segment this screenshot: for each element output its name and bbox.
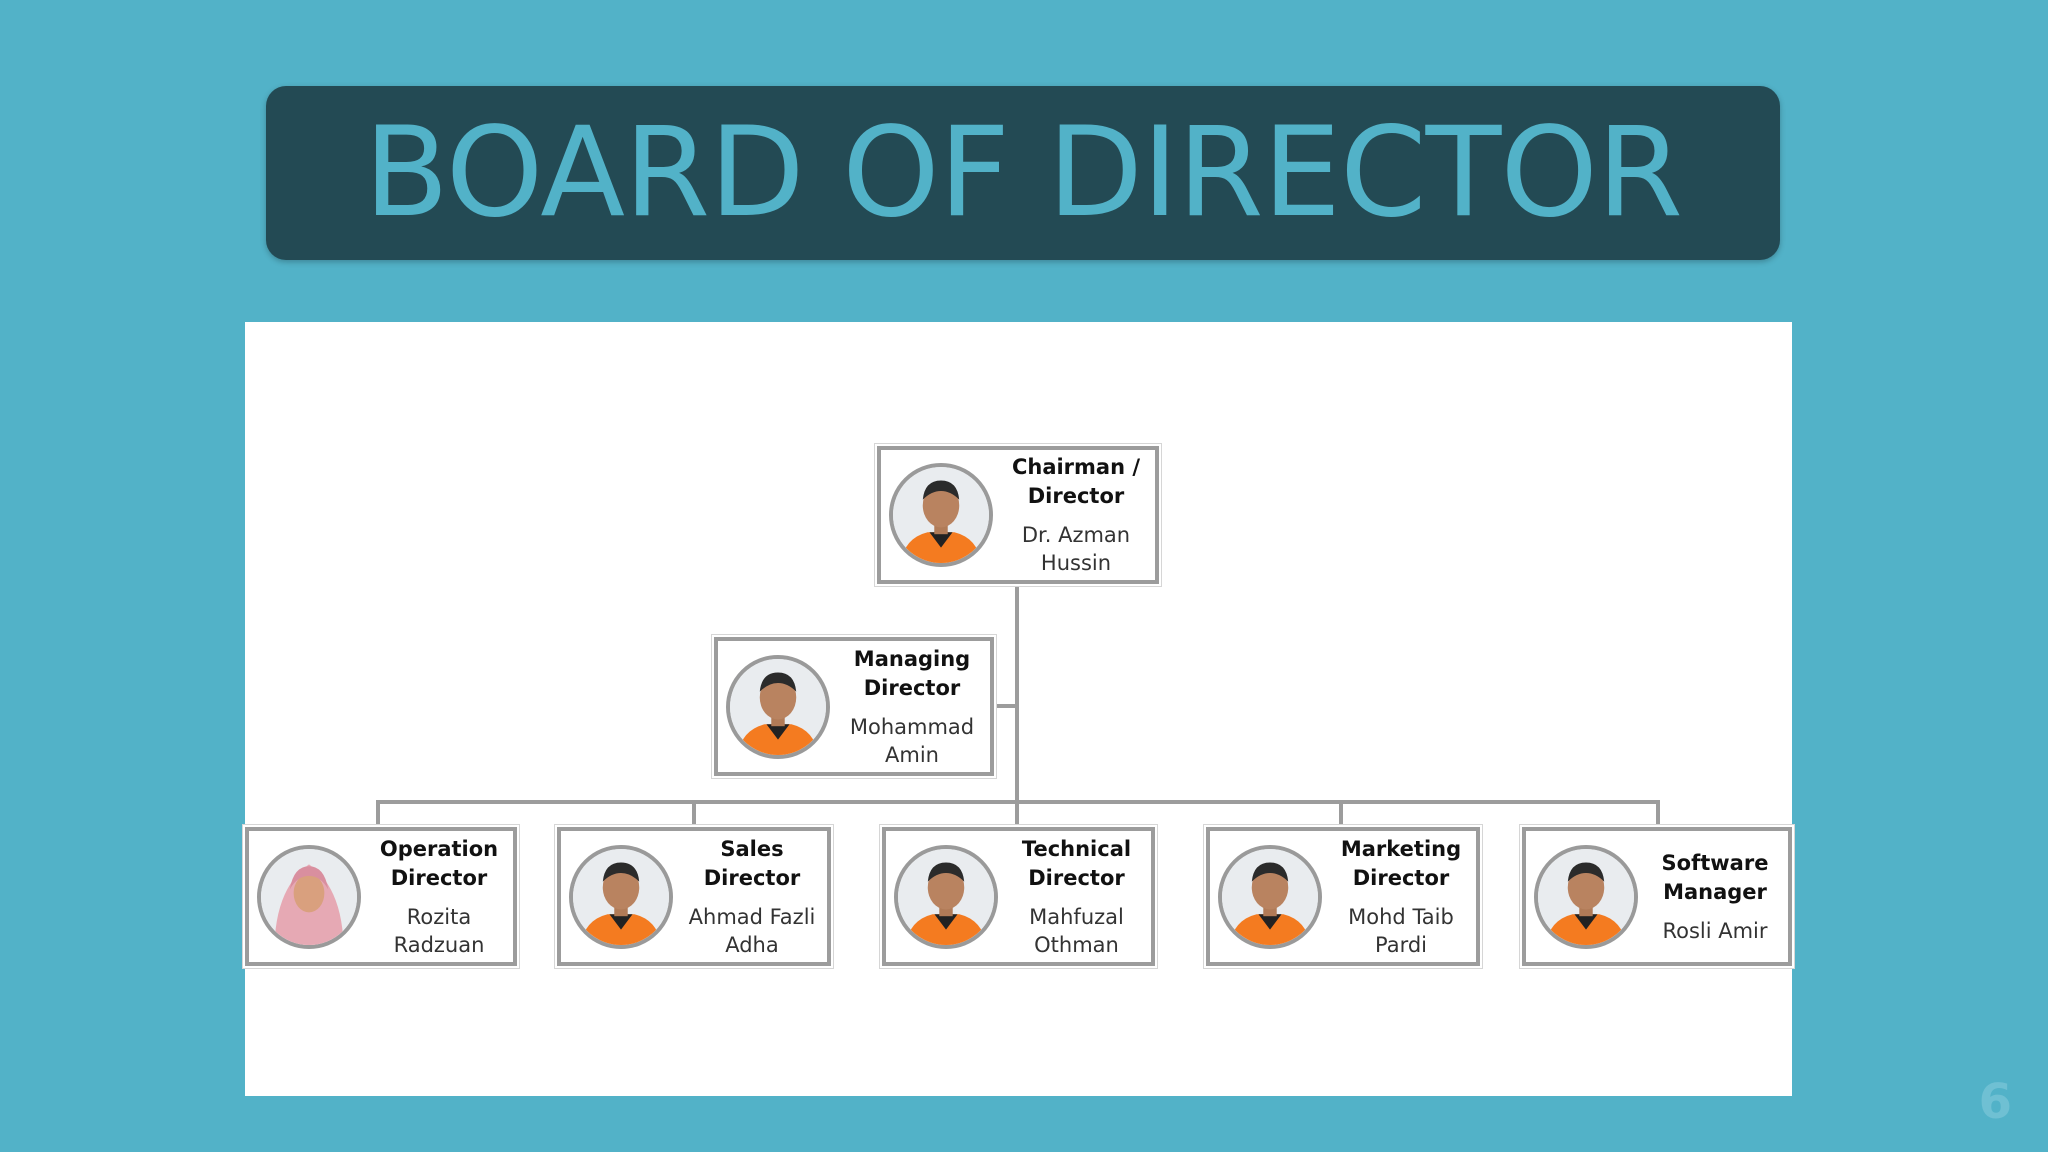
node-person-name: Mohd Taib Pardi <box>1348 904 1454 957</box>
node-role: Managing Director <box>853 646 971 700</box>
org-node-sales-director: Sales Director Ahmad Fazli Adha <box>557 827 831 966</box>
node-role: Software Manager <box>1661 850 1769 904</box>
node-person-name: Rosli Amir <box>1662 918 1768 943</box>
org-node-software-manager: Software Manager Rosli Amir <box>1522 827 1792 966</box>
node-role: Sales Director <box>703 836 801 890</box>
page-number: 6 <box>1978 1074 2012 1130</box>
org-chart-panel: Chairman / Director Dr. Azman Hussin Man… <box>245 322 1792 1096</box>
org-node-managing-director: Managing Director Mohammad Amin <box>714 637 994 776</box>
node-person-name: Rozita Radzuan <box>393 904 485 957</box>
person-photo-icon <box>894 844 998 949</box>
node-person-name: Mohammad Amin <box>849 714 975 767</box>
node-person-name: Dr. Azman Hussin <box>1021 523 1131 575</box>
org-node-chairman: Chairman / Director Dr. Azman Hussin <box>877 446 1159 584</box>
org-node-technical-director: Technical Director Mahfuzal Othman <box>882 827 1155 966</box>
node-role: Marketing Director <box>1340 836 1462 890</box>
org-node-marketing-director: Marketing Director Mohd Taib Pardi <box>1206 827 1480 966</box>
node-role: Technical Director <box>1021 836 1132 890</box>
node-role: Chairman / Director <box>1011 455 1141 508</box>
person-photo-icon <box>1218 844 1322 949</box>
person-photo-icon <box>569 844 673 949</box>
node-role: Operation Director <box>379 836 499 890</box>
org-node-operation-director: Operation Director Rozita Radzuan <box>245 827 517 966</box>
person-photo-icon <box>726 654 830 759</box>
node-person-name: Ahmad Fazli Adha <box>688 904 816 957</box>
node-person-name: Mahfuzal Othman <box>1029 904 1124 957</box>
person-photo-icon <box>889 463 993 567</box>
person-photo-icon <box>1534 844 1638 949</box>
slide-title: BOARD OF DIRECTOR <box>363 101 1683 245</box>
title-bar: BOARD OF DIRECTOR <box>266 86 1780 260</box>
org-chart-connectors <box>376 584 1660 828</box>
person-photo-icon <box>257 844 361 949</box>
